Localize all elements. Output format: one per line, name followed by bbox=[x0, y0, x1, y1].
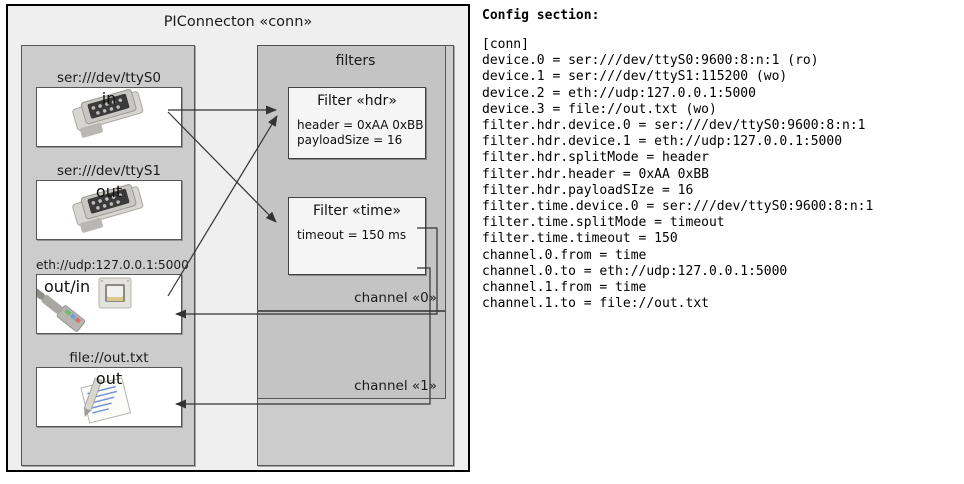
device-item-ttys1[interactable]: ser:///dev/ttyS1 out bbox=[36, 163, 182, 240]
config-section: Config section: [conn] device.0 = ser://… bbox=[482, 8, 960, 312]
channel-label: channel «0» bbox=[354, 290, 437, 306]
filter-attributes: header = 0xAA 0xBB payloadSize = 16 bbox=[297, 118, 425, 148]
filter-box-hdr[interactable]: Filter «hdr» header = 0xAA 0xBB payloadS… bbox=[288, 87, 426, 159]
ethernet-jack-icon bbox=[37, 277, 132, 332]
connector-diagram: PIConnecton «conn» ser:///dev/ttyS0 in bbox=[6, 4, 470, 472]
device-label: eth://udp:127.0.0.1:5000 bbox=[36, 258, 189, 272]
filter-attr: header = 0xAA 0xBB bbox=[297, 118, 424, 132]
config-text: [conn] device.0 = ser:///dev/ttyS0:9600:… bbox=[482, 37, 874, 312]
devices-panel: ser:///dev/ttyS0 in bbox=[21, 45, 195, 466]
device-item-ttys0[interactable]: ser:///dev/ttyS0 in bbox=[36, 70, 182, 147]
device-item-eth[interactable]: eth://udp:127.0.0.1:5000 out/in bbox=[36, 257, 189, 334]
filter-title: Filter «time» bbox=[313, 203, 401, 219]
device-io-label: out/in bbox=[44, 277, 91, 296]
device-io-label: in bbox=[101, 89, 117, 108]
config-heading: Config section: bbox=[482, 8, 600, 23]
filters-panel: filters Filter «hdr» header = 0xAA 0xBB … bbox=[257, 45, 454, 466]
device-io-label: out bbox=[95, 369, 123, 388]
filters-panel-title: filters bbox=[335, 53, 376, 69]
device-item-file[interactable]: file://out.txt out bbox=[36, 350, 182, 427]
device-label: ser:///dev/ttyS1 bbox=[57, 163, 161, 179]
device-label: file://out.txt bbox=[69, 350, 149, 366]
text-document-icon bbox=[80, 377, 132, 424]
device-box[interactable]: in bbox=[36, 87, 182, 147]
diagram-title: PIConnecton «conn» bbox=[163, 14, 313, 30]
device-io-label: out bbox=[95, 182, 123, 201]
channel-group-1[interactable]: channel «1» bbox=[257, 311, 446, 399]
filter-attr: payloadSize = 16 bbox=[297, 133, 403, 147]
serial-port-icon bbox=[72, 89, 144, 138]
channel-group-0[interactable]: channel «0» bbox=[257, 45, 446, 311]
device-box[interactable]: out bbox=[36, 367, 182, 427]
device-box[interactable]: out/in bbox=[36, 274, 182, 334]
filter-title: Filter «hdr» bbox=[317, 93, 397, 109]
device-label: ser:///dev/ttyS0 bbox=[57, 70, 161, 86]
serial-port-icon bbox=[72, 184, 144, 233]
device-box[interactable]: out bbox=[36, 180, 182, 240]
channel-label: channel «1» bbox=[354, 378, 437, 394]
